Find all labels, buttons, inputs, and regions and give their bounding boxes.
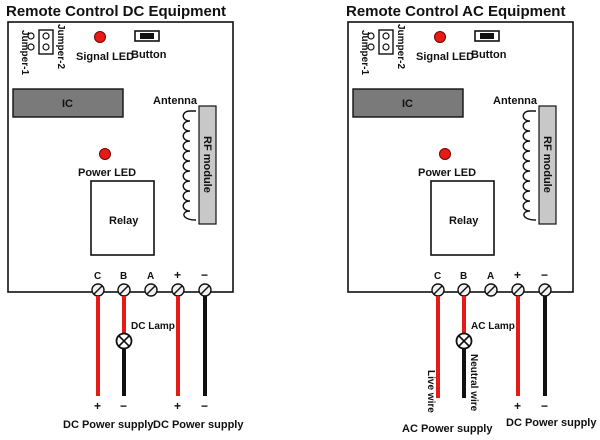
relay-box [430,180,495,256]
antenna-label: Antenna [153,95,198,107]
signal-led-icon [94,31,106,43]
relay-label: Relay [449,215,479,227]
jumper-pin [27,32,35,40]
supply-label-left: DC Power supply [63,419,154,431]
jumper1-label: Jumper-1 [19,30,30,75]
terminal-label-a: A [147,271,154,282]
relay-label: Relay [109,215,139,227]
jumper-pin [367,43,375,51]
ic-label: IC [62,98,73,110]
panel-dc: Remote Control DC Equipment Jumper-1 Jum… [6,3,244,431]
supply-sign-right-minus: − [541,399,548,413]
jumper-block: Jumper-1 Jumper-2 [359,24,406,75]
rf-module-label: RF module [201,136,213,193]
supply-sign-left-minus: − [120,399,127,413]
neutral-wire-label: Neutral wire [468,354,479,412]
antenna-coil-icon [182,110,197,221]
lamp-label: DC Lamp [131,321,175,332]
terminal-label-a: A [487,271,494,282]
terminal-label-plus: + [174,268,181,282]
signal-led-icon [434,31,446,43]
jumper2-label: Jumper-2 [55,24,66,69]
antenna-label: Antenna [493,95,538,107]
terminal-label-b: B [120,271,127,282]
jumper2-label: Jumper-2 [395,24,406,69]
lamp-label: AC Lamp [471,321,515,332]
ic-chip [352,88,464,118]
supply-label-right: DC Power supply [153,419,244,431]
jumper-pin [27,43,35,51]
supply-label-left: AC Power supply [402,423,493,435]
button-label: Button [471,49,507,61]
power-led-label: Power LED [78,167,136,179]
supply-label-right: DC Power supply [506,417,597,429]
signal-led-label: Signal LED [76,51,134,63]
terminal-label-c: C [94,271,101,282]
jumper-pin [382,32,390,40]
jumper-pin [42,43,50,51]
supply-sign-right-plus: + [514,399,521,413]
jumper1-label: Jumper-1 [359,30,370,75]
terminal-label-b: B [460,271,467,282]
button-switch [480,33,494,39]
antenna-coil-icon [522,110,537,221]
jumper-block: Jumper-1 Jumper-2 [19,24,66,75]
ic-chip [12,88,124,118]
terminal-label-minus: − [541,268,548,282]
terminal-label-plus: + [514,268,521,282]
terminal-label-c: C [434,271,441,282]
supply-sign-right-plus: + [174,399,181,413]
relay-box [90,180,155,256]
rf-module-label: RF module [541,136,553,193]
supply-sign-right-minus: − [201,399,208,413]
terminal-label-minus: − [201,268,208,282]
jumper-pin [42,32,50,40]
power-led-icon [99,148,111,160]
ic-label: IC [402,98,413,110]
supply-sign-left-plus: + [94,399,101,413]
power-led-icon [439,148,451,160]
button-switch [140,33,154,39]
live-wire-label: Live wire [425,370,436,413]
terminal-screws [431,283,552,297]
jumper-pin [382,43,390,51]
power-led-label: Power LED [418,167,476,179]
panel-ac: Remote Control AC Equipment Jumper-1 Jum… [346,3,597,435]
rf-module [538,105,557,225]
jumper-pin [367,32,375,40]
signal-led-label: Signal LED [416,51,474,63]
button-label: Button [131,49,167,61]
panel-title: Remote Control AC Equipment [346,3,565,20]
panel-title: Remote Control DC Equipment [6,3,226,20]
rf-module [198,105,217,225]
